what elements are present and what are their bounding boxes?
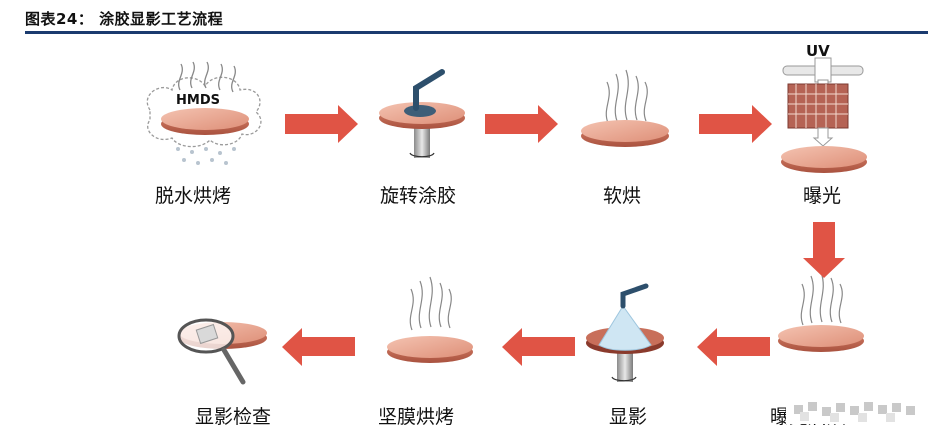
wafer [161,108,249,135]
stage-develop [586,283,664,382]
resist-puddle [404,105,436,117]
spindle [617,346,633,382]
arrow-left-2 [502,328,575,366]
figure-title: 图表24： 涂胶显影工艺流程 [25,10,224,28]
developer-spray [598,305,652,351]
hmds-badge: HMDS [176,93,220,108]
label-dehydration-bake: 脱水烘烤 [155,185,232,207]
heat-lines [409,276,452,331]
magnifier-icon [177,318,246,385]
arrow-left-3 [282,328,355,366]
label-exposure: 曝光 [803,185,842,207]
rotation-arrow [611,376,637,382]
label-spin-coat: 旋转涂胶 [380,185,457,207]
arrow-right-2 [485,105,558,143]
arrow-left-1 [697,328,770,366]
heat-lines [605,69,648,124]
label-develop: 显影 [609,406,648,428]
uv-badge: UV [806,42,830,60]
spindle [414,124,430,158]
label-inspection: 显影检查 [195,406,272,428]
flow-arrows [282,105,845,366]
stage-post-exposure-bake [778,271,864,352]
mask-grid [788,84,848,128]
arrow-right-3 [699,105,772,143]
label-hard-bake: 坚膜烘烤 [378,406,455,428]
stage-spin-coat [379,69,465,158]
photomask [787,83,849,129]
arrow-down [803,222,845,278]
stage-soft-bake [581,69,669,147]
lamp-socket [814,57,832,83]
title-divider [25,31,928,34]
label-soft-bake: 软烘 [603,185,642,207]
rotation-arrow [409,152,435,158]
dispense-nozzle [413,69,445,111]
stage-inspection [177,318,267,385]
watermark-blur [786,398,926,424]
stage-exposure [781,57,867,173]
droplets [176,147,236,165]
heat-lines [800,271,843,326]
arrow-right-1 [285,105,358,143]
developer-nozzle [620,283,649,309]
steam-lines [178,61,236,93]
stage-dehydration-bake [146,61,262,165]
stage-hard-bake [387,276,473,363]
